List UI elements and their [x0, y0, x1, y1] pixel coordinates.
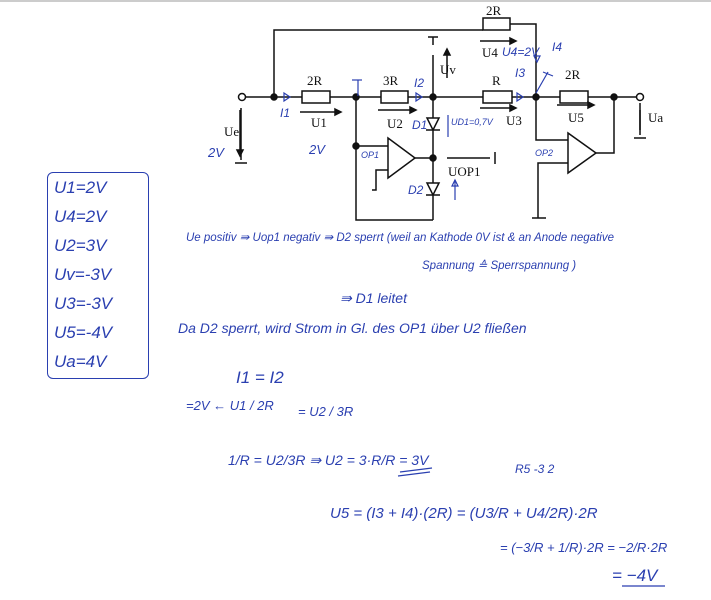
label-ue-value: 2V [208, 145, 224, 160]
equation-u5-result: = −4V [612, 566, 658, 585]
result-u3: U3=-3V [54, 294, 113, 313]
label-ua: Ua [648, 110, 664, 125]
result-u1: U1=2V [54, 178, 107, 197]
wires [235, 23, 646, 221]
label-uop1: UOP1 [448, 164, 481, 179]
label-i4: I4 [552, 40, 563, 54]
label-uv: Uv [440, 62, 456, 77]
label-u2: U2 [387, 116, 403, 131]
label-u1-value: 2V [309, 142, 325, 157]
resistor-label-r: R [492, 73, 501, 88]
result-u4: U4=2V [54, 207, 107, 226]
input-terminal [237, 92, 247, 102]
label-d2: D2 [408, 183, 424, 197]
result-u5: U5=-4V [54, 323, 113, 342]
label-ud1-value: UD1=0,7V [451, 117, 493, 127]
label-u1: U1 [311, 115, 327, 130]
label-u5: U5 [568, 110, 584, 125]
top-border [0, 0, 711, 2]
equation-u5: U5 = (I3 + I4)·(2R) = (U3/R + U4/2R)·2R [330, 505, 598, 522]
resistor-label-2r-input: 2R [307, 73, 323, 88]
label-i2: I2 [414, 76, 425, 90]
label-u4: U4 [482, 45, 498, 60]
equation-ratio-right: = U2 / 3R [298, 404, 354, 419]
label-op1: OP1 [361, 150, 380, 160]
diodes [425, 117, 441, 197]
label-d1: D1 [412, 118, 428, 132]
resistors [301, 17, 589, 104]
label-u4-value: U4=2V [502, 45, 540, 59]
label-i1: I1 [280, 106, 291, 120]
results-box: U1=2V U4=2V U2=3V Uv=-3V U3=-3V U5=-4V U… [47, 172, 149, 379]
output-terminal [635, 92, 645, 102]
hw-underlines [397, 467, 665, 587]
equation-current: I1 = I2 [236, 368, 284, 387]
equation-ratio-left: =2V ← U1 / 2R [186, 398, 274, 413]
note-line-1: Ue positiv ⇛ Uop1 negativ ⇛ D2 sperrt (w… [186, 232, 614, 244]
note-line-3: ⇛ D1 leitet [340, 290, 407, 306]
voltage-arrows [235, 36, 641, 158]
label-u3: U3 [506, 113, 522, 128]
note-line-4: Da D2 sperrt, wird Strom in Gl. des OP1 … [178, 320, 527, 336]
label-i3: I3 [515, 66, 526, 80]
result-u2: U2=3V [54, 236, 107, 255]
label-op2: OP2 [535, 148, 554, 158]
result-uv: Uv=-3V [54, 265, 112, 284]
note-line-2: Spannung ≙ Sperrspannung ) [422, 260, 577, 272]
equation-u5-step: = (−3/R + 1/R)·2R = −2/R·2R [500, 540, 668, 555]
opamps [387, 131, 598, 180]
equation-u2: 1/R = U2/3R ⇛ U2 = 3·R/R = 3V [228, 452, 429, 468]
resistor-label-2r-output: 2R [565, 67, 581, 82]
resistor-label-3r: 3R [383, 73, 399, 88]
equation-u5-annotations: R5 -3 2 [515, 462, 555, 476]
label-ue: Ue [224, 124, 240, 139]
resistor-label-2r-feedback: 2R [486, 3, 502, 18]
handwritten-marks [283, 55, 554, 200]
result-ua: Ua=4V [54, 352, 107, 371]
nodes [270, 93, 618, 162]
